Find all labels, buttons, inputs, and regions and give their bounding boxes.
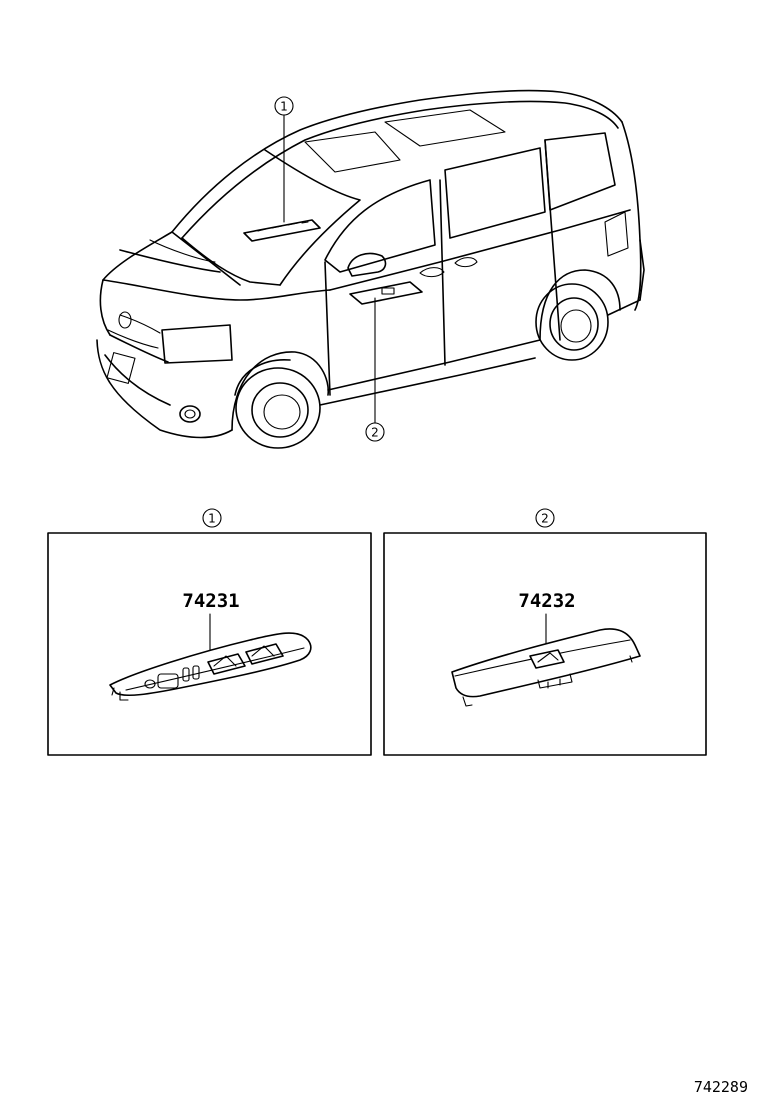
- power-window-master-switch-drawing: [109, 632, 312, 701]
- panel-2-frame: [383, 532, 707, 756]
- document-number: 742289: [694, 1078, 748, 1096]
- callout-1-marker: 1: [274, 96, 294, 223]
- power-window-switch-drawing: [451, 628, 641, 707]
- panel-1-callout: 1: [202, 508, 222, 528]
- callout-1-number: 1: [280, 100, 288, 114]
- minivan-illustration: [96, 89, 645, 449]
- panel-2-callout: 2: [535, 508, 555, 528]
- panel-1-callout-number: 1: [208, 512, 216, 526]
- callout-2-number: 2: [371, 426, 379, 440]
- part-number-74231: 74231: [182, 590, 239, 612]
- panel-1-frame: [47, 532, 372, 756]
- part-number-74232: 74232: [518, 590, 575, 612]
- panel-2-callout-number: 2: [541, 512, 549, 526]
- callout-2-marker: 2: [365, 297, 385, 442]
